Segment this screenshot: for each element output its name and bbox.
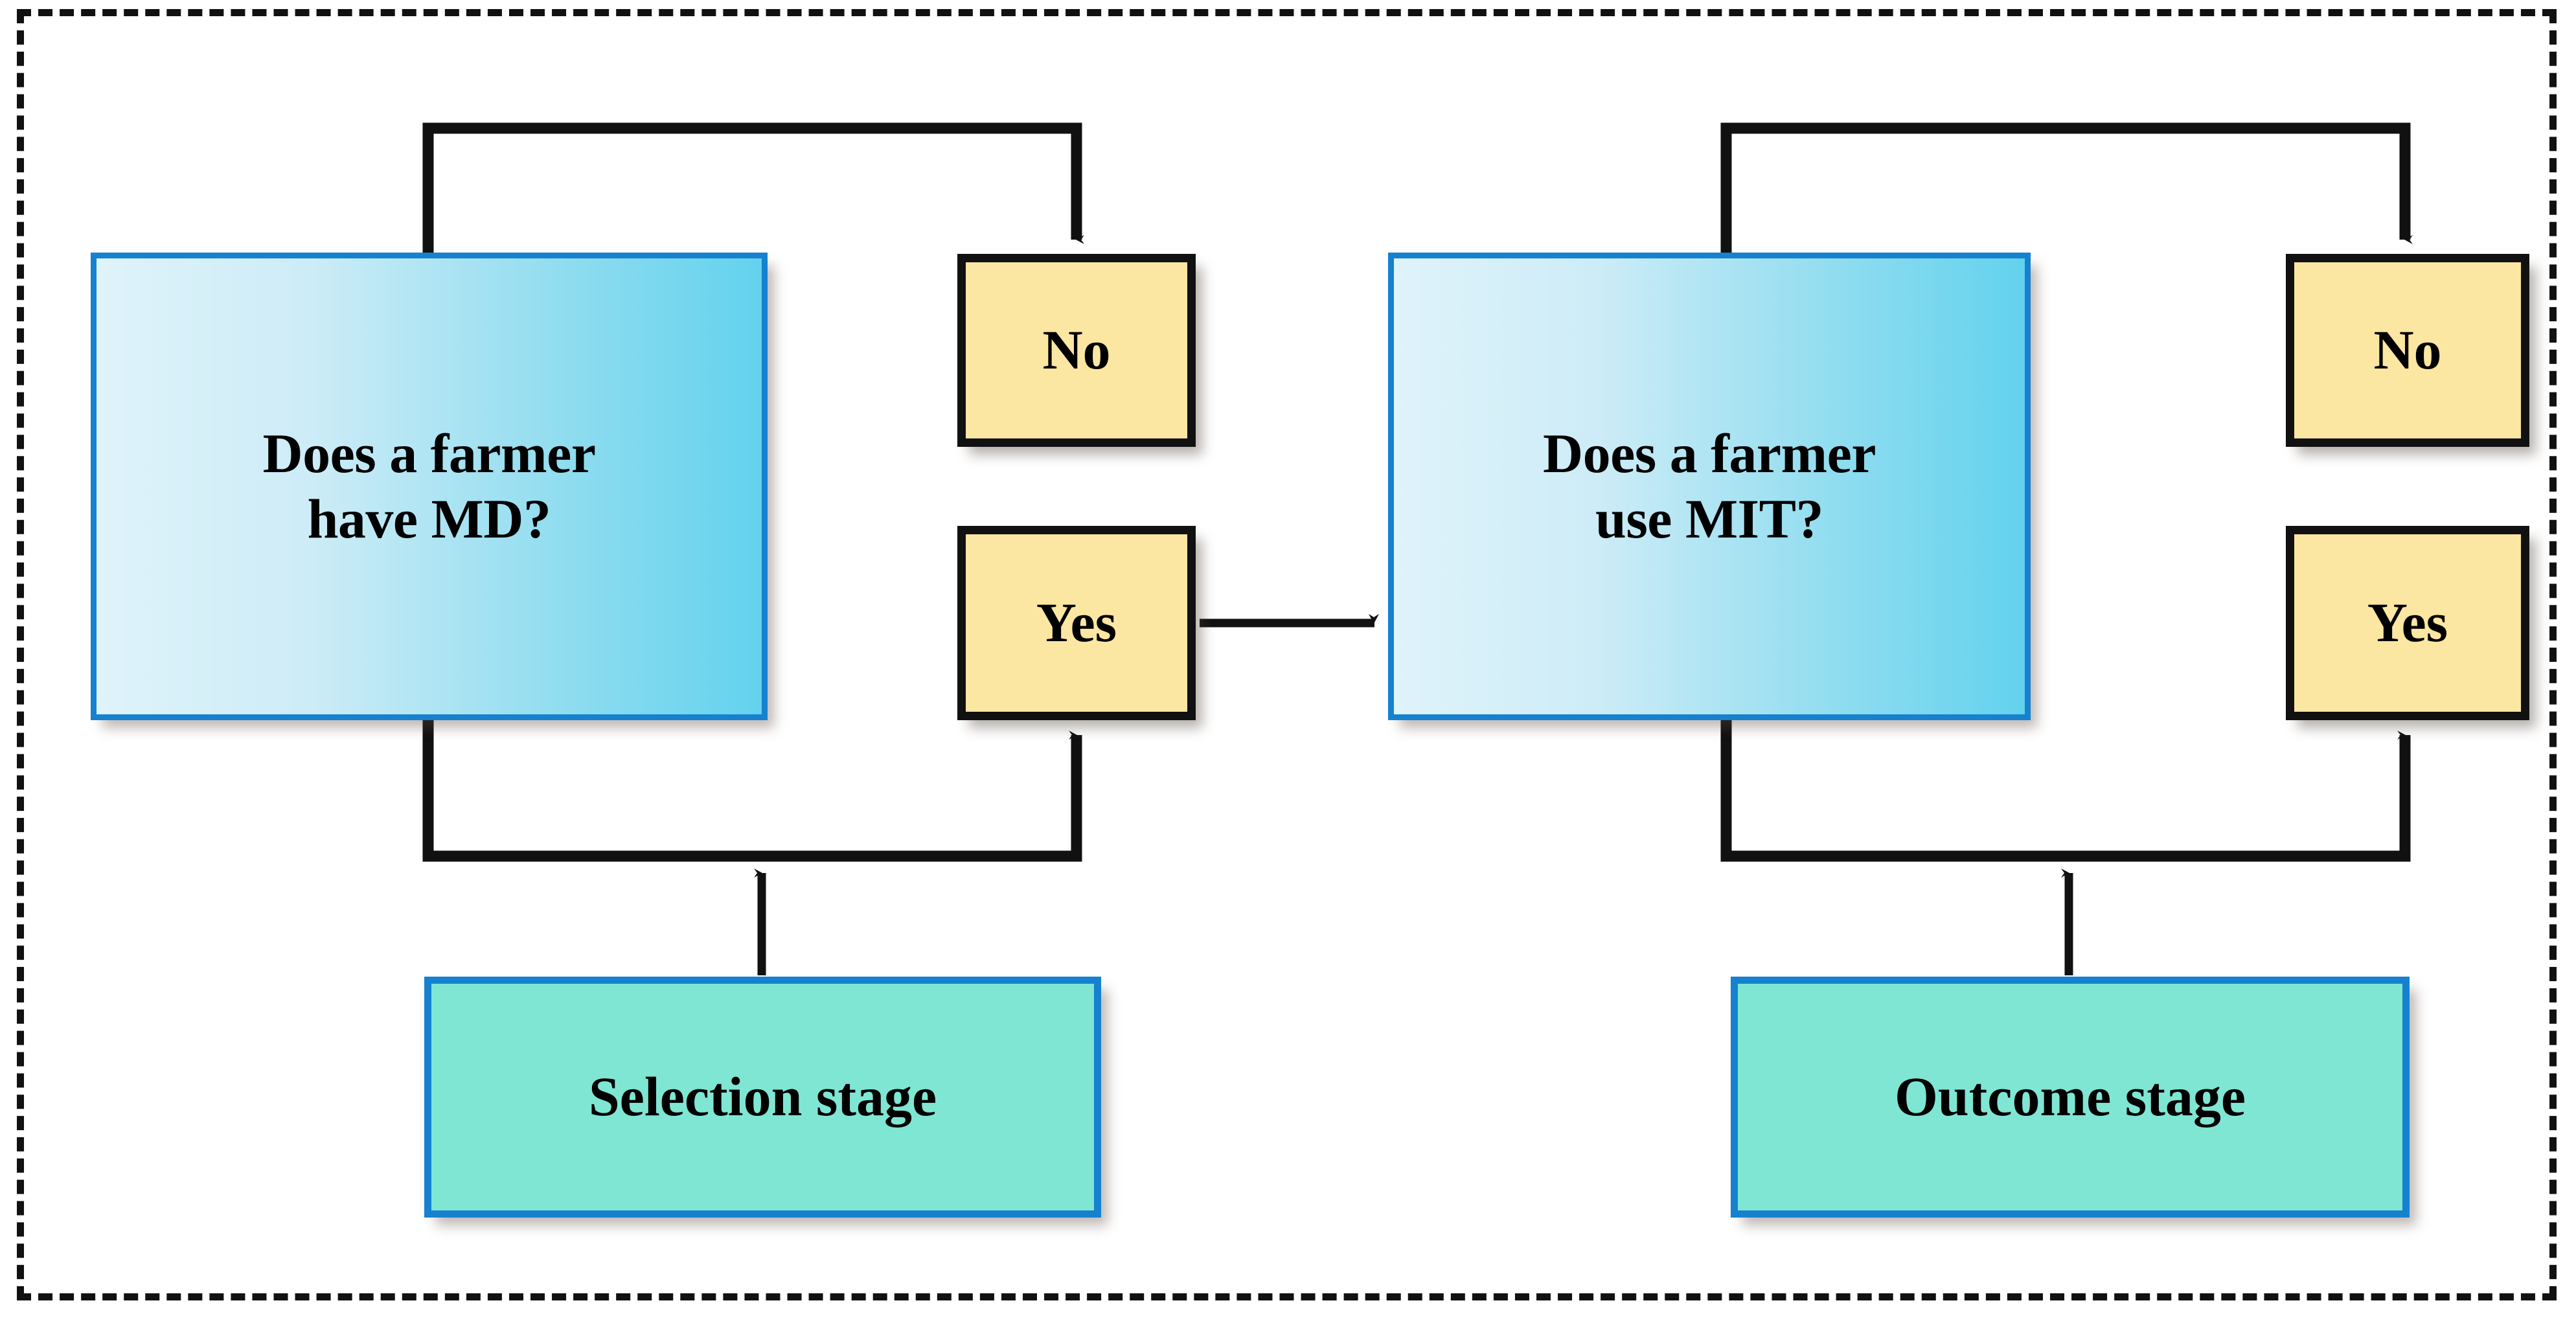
stage-node-outcome[interactable]: Outcome stage (1731, 977, 2410, 1218)
answer-node-no-left[interactable]: No (957, 254, 1196, 447)
answer-node-no-right[interactable]: No (2286, 254, 2529, 447)
answer-node-yes-right-label: Yes (2367, 591, 2448, 654)
decision-node-md[interactable]: Does a farmer have MD? (91, 253, 768, 720)
answer-node-yes-left[interactable]: Yes (957, 526, 1196, 720)
decision-node-mit[interactable]: Does a farmer use MIT? (1388, 253, 2031, 720)
decision-node-mit-label: Does a farmer use MIT? (1542, 422, 1876, 550)
stage-node-selection-label: Selection stage (588, 1065, 937, 1128)
answer-node-no-left-label: No (1042, 319, 1111, 381)
answer-node-yes-left-label: Yes (1036, 591, 1117, 654)
stage-node-selection[interactable]: Selection stage (424, 977, 1101, 1218)
stage-node-outcome-label: Outcome stage (1894, 1065, 2246, 1128)
answer-node-no-right-label: No (2373, 319, 2442, 381)
answer-node-yes-right[interactable]: Yes (2286, 526, 2529, 720)
decision-node-md-label: Does a farmer have MD? (262, 422, 596, 550)
